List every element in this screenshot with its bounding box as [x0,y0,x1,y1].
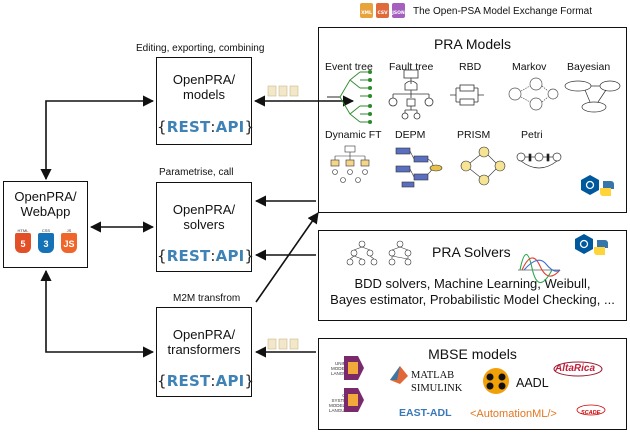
pra-solvers-line1: BDD solvers, Machine Learning, Weibull, [354,276,591,291]
weibull-curves [518,253,561,284]
models-annotation: Editing, exporting, combining [136,43,265,54]
transformers-box: OpenPRA/transformers {REST:API} [156,307,255,397]
transformers-title: OpenPRA/transformers [167,327,241,357]
cpp-icon-models [581,175,599,195]
event-tree-diagram [327,69,373,125]
html5-icon: 5 [15,233,31,253]
bayesian-diagram [564,80,621,113]
pra-solvers-line2: Bayes estimator, Probabilistic Model Che… [330,292,615,307]
dynamic-ft-label: Dynamic FT [325,129,382,141]
pra-models-panel: PRA Models Event tree Fault tree RBD Mar… [318,27,627,213]
js-label: JS [66,228,72,233]
solvers-title: OpenPRA/solvers [172,202,236,232]
models-rest-api-label: {REST:API} [157,118,255,136]
mbse-title: MBSE models [428,346,517,362]
rbd-diagram [450,84,484,106]
aadl-logo [483,368,509,394]
markov-diagram [508,77,559,111]
event-tree-label: Event tree [325,61,373,73]
automationml-label: <AutomationML/> [470,408,557,420]
python-icon-solvers [594,240,608,255]
pra-models-title: PRA Models [433,36,512,52]
simulink-label: SIMULINK [411,383,463,394]
models-box: OpenPRA/models {REST:API} [156,57,255,145]
css3-icon: 3 [38,233,54,253]
scade-logo [576,404,606,416]
transformers-annotation: M2M transfrom [173,293,241,304]
models-title: OpenPRA/models [172,72,236,102]
petri-diagram [516,152,562,169]
models-format-icons [267,85,299,97]
webapp-title: OpenPRA/WebApp [14,189,77,219]
js-icon: JS [61,233,77,253]
xml-file-icon: XML [360,3,373,18]
petri-label: Petri [521,129,543,141]
fault-tree-diagram [388,69,434,120]
json-file-icon: JSON [392,3,405,18]
webapp-models-connector [40,95,155,181]
csv-file-icon: CSV [376,3,389,18]
webapp-box: OpenPRA/WebApp 5 3 JS HTML CSS JS [3,181,88,268]
webapp-transformers-connector [40,269,155,358]
mbse-panel: MBSE models UNIFIEDMODELINGLANGUAGE OMGS… [318,338,627,430]
transformers-pra-connector [255,212,319,303]
transformers-format-icons [267,338,299,350]
scade-label: SCADE [581,410,601,416]
altarica-label: AltaRica [555,363,596,374]
pra-solvers-title: PRA Solvers [432,244,511,260]
format-caption: The Open-PSA Model Exchange Format [413,6,592,17]
dynamic-ft-diagram [330,145,370,183]
prism-label: PRISM [457,129,491,141]
depm-diagram [395,147,443,188]
aadl-label: AADL [516,376,549,390]
depm-label: DEPM [395,129,426,141]
css-label: CSS [41,228,51,233]
rbd-label: RBD [459,61,482,73]
solvers-annotation: Parametrise, call [159,167,234,178]
matlab-logo [390,366,408,384]
cpp-icon-solvers [575,234,593,254]
matlab-label: MATLAB [411,370,455,381]
prism-diagram [460,146,506,186]
solvers-rest-api-label: {REST:API} [157,247,255,265]
transformers-rest-api-label: {REST:API} [157,372,255,390]
east-adl-label: EAST-ADL [399,407,452,419]
fault-tree-label: Fault tree [389,61,434,73]
html-label: HTML [17,228,29,233]
bdd-diagram [346,240,412,266]
solvers-box: OpenPRA/solvers {REST:API} [156,182,255,272]
bayesian-label: Bayesian [567,61,611,73]
markov-label: Markov [512,61,547,73]
python-icon-models [600,181,614,196]
altarica-logo [553,361,603,377]
sysml-logo [344,388,364,412]
uml-logo [344,356,364,380]
